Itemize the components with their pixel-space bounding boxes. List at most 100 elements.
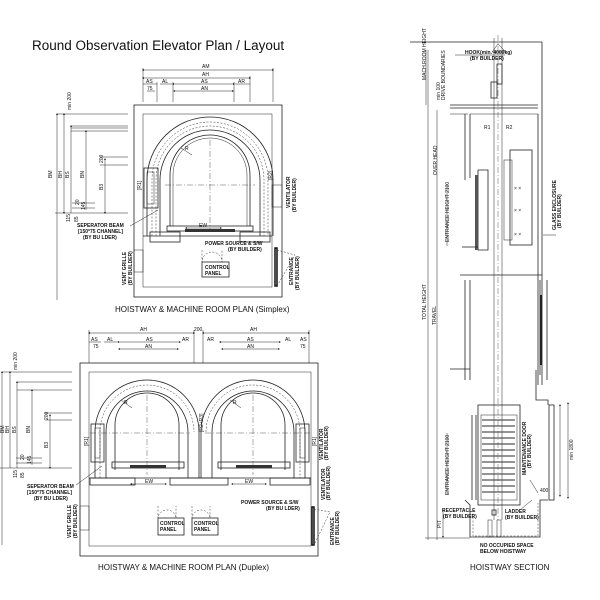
svg-text:BN: BN	[26, 426, 32, 433]
dim-an: AN	[201, 86, 208, 92]
simplex-radius-label: R	[185, 146, 189, 152]
svg-text:BH: BH	[58, 171, 64, 178]
simplex-ventilator-label: VENTILATOR	[286, 176, 292, 208]
svg-text:R: R	[124, 400, 128, 406]
svg-text:(BY BUILDER): (BY BUILDER)	[326, 466, 332, 500]
svg-text:[R1]: [R1]	[84, 436, 90, 446]
svg-text:(BY BUILDER): (BY BUILDER)	[73, 504, 79, 538]
section-min-1800-label: min 1800	[569, 439, 575, 460]
svg-text:115: 115	[66, 214, 72, 222]
simplex-ew-label: EW	[199, 223, 207, 229]
section-glass-enclosure-label: GLASS ENCLOSURE	[552, 179, 558, 230]
svg-text:AH: AH	[250, 327, 257, 333]
svg-text:min 100: min 100	[436, 82, 442, 100]
svg-text:CONTROL: CONTROL	[194, 521, 219, 527]
hoistway-section: HOOK(min. 4000kg) (BY BUILDER) MACH.ROOM…	[410, 28, 575, 555]
svg-text:PANEL: PANEL	[194, 527, 211, 533]
section-total-height-label: TOTAL HEIGHT	[422, 284, 428, 320]
svg-text:(BY BUILDER): (BY BUILDER)	[557, 194, 563, 228]
svg-text:CONTROL: CONTROL	[160, 521, 185, 527]
svg-text:[R1]: [R1]	[312, 436, 318, 446]
dim-am: AM	[202, 64, 210, 70]
duplex-entrance-label: ENTRANCE	[330, 517, 336, 545]
duplex-plan: AH AH 200 AS AL AS AR AR AS AL AS AN AN …	[0, 327, 341, 557]
svg-text:200: 200	[99, 154, 105, 163]
duplex-separator-beam-label: SEPERATOR BEAM	[27, 484, 74, 490]
duplex-ventilator-label-1: VENTILATOR	[319, 428, 325, 460]
svg-text:200: 200	[194, 327, 203, 333]
svg-text:AS: AS	[247, 337, 254, 343]
svg-text:(BY BU LDER): (BY BU LDER)	[266, 506, 300, 512]
svg-text:(BY BU LDER): (BY BU LDER)	[34, 496, 68, 502]
section-car-bottom	[477, 404, 521, 506]
simplex-top-dimensions: AM AH AS AL AS AR 75 AN	[142, 64, 274, 102]
svg-text:min 200: min 200	[67, 92, 73, 110]
section-over-head-label: OVER HEAD	[433, 145, 439, 175]
svg-text:(BY BUILDER): (BY BUILDER)	[505, 515, 539, 521]
section-no-occupied-label: NO OCCUPIED SPACE	[480, 543, 534, 549]
svg-text:20: 20	[75, 199, 81, 205]
duplex-control-panel-2: CONTROL PANEL	[191, 506, 219, 536]
svg-text:× ×: × ×	[514, 208, 521, 214]
svg-text:BH: BH	[5, 426, 11, 433]
svg-text:20: 20	[20, 454, 26, 460]
dim-75: 75	[147, 86, 153, 92]
caption-simplex-plan: HOISTWAY & MACHINE ROOM PLAN (Simplex)	[115, 305, 290, 314]
svg-text:(BY BUILDER): (BY BUILDER)	[295, 256, 301, 290]
svg-text:BM: BM	[0, 426, 6, 434]
duplex-side-dimensions: min 200 BM BH BS BN B3 200 20 145 115 85	[0, 352, 72, 545]
dim-as: AS	[146, 79, 153, 85]
section-travel-label: TRAVEL	[432, 306, 438, 325]
dim-ar: AR	[238, 79, 245, 85]
caption-duplex-plan: HOISTWAY & MACHINE ROOM PLAN (Duplex)	[98, 563, 269, 572]
duplex-outer-wall	[79, 362, 319, 557]
duplex-vent-grille-label: VENT GRILLE	[67, 504, 73, 538]
simplex-r2-label: [R2]	[268, 170, 274, 180]
svg-text:AL: AL	[285, 337, 291, 343]
simplex-inner-wall	[142, 113, 273, 288]
page-title: Round Observation Elevator Plan / Layout	[32, 38, 285, 53]
svg-text:200: 200	[44, 411, 50, 420]
svg-text:BN: BN	[80, 171, 86, 178]
svg-text:85: 85	[74, 216, 80, 222]
svg-text:(BY BUILDER): (BY BUILDER)	[335, 511, 341, 545]
section-r2-label: R2	[506, 125, 513, 131]
svg-text:(BY BU LDER): (BY BU LDER)	[83, 235, 117, 241]
simplex-separator-beam-label: SEPERATOR BEAM	[77, 223, 124, 229]
svg-text:75: 75	[300, 344, 306, 350]
svg-text:B3: B3	[99, 184, 105, 190]
simplex-power-source-label: POWER SOURCE & S/W	[205, 241, 263, 247]
section-r1-label: R1	[484, 125, 491, 131]
svg-text:AR: AR	[182, 337, 189, 343]
section-entrance-height-bottom: ENTRANCE HEIGHT 2100	[445, 435, 451, 495]
svg-text:115: 115	[13, 470, 19, 478]
svg-text:[150*75 CHANNEL]: [150*75 CHANNEL]	[78, 229, 123, 235]
svg-text:min 200: min 200	[13, 352, 19, 370]
svg-text:AR: AR	[207, 337, 214, 343]
section-pit-label: PIT	[437, 520, 443, 528]
section-ladder-label: LADDER	[505, 509, 526, 515]
svg-text:(BY BUILDER): (BY BUILDER)	[527, 434, 533, 468]
duplex-top-dimensions: AH AH 200 AS AL AS AR AR AS AL AS AN AN …	[88, 327, 310, 363]
svg-text:AN: AN	[145, 344, 152, 350]
svg-text:85: 85	[20, 472, 26, 478]
svg-text:145: 145	[81, 201, 87, 210]
svg-text:75: 75	[93, 344, 99, 350]
svg-text:EW: EW	[245, 479, 253, 485]
svg-text:(BY BUILDER): (BY BUILDER)	[443, 514, 477, 520]
svg-text:(BY BUILDER): (BY BUILDER)	[228, 247, 262, 253]
section-hook-label: HOOK(min. 4000kg)	[465, 50, 512, 56]
svg-text:(BY BUILDER): (BY BUILDER)	[324, 426, 330, 460]
dim-ah: AH	[202, 72, 209, 78]
svg-text:× ×: × ×	[514, 186, 521, 192]
svg-text:AS: AS	[300, 337, 307, 343]
svg-text:[150*75 CHANNEL]: [150*75 CHANNEL]	[27, 490, 72, 496]
dim-as-inner: AS	[201, 79, 208, 85]
section-400-label: 400	[540, 488, 549, 494]
simplex-control-panel: CONTROL PANEL	[201, 250, 230, 278]
svg-text:AS: AS	[146, 337, 153, 343]
svg-text:AN: AN	[247, 344, 254, 350]
svg-text:× ×: × ×	[514, 232, 521, 238]
svg-text:CONTROL: CONTROL	[205, 265, 230, 271]
